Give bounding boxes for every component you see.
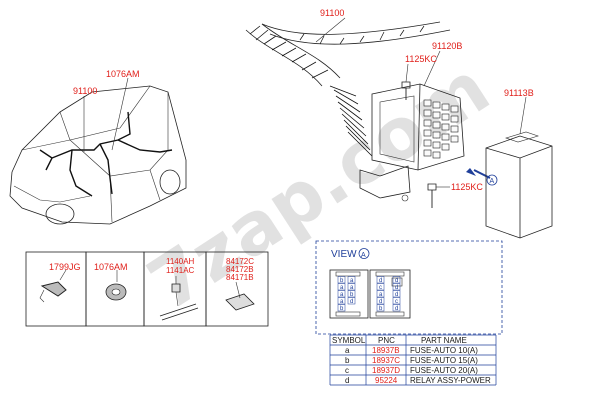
table-cell-symbol: a xyxy=(345,346,350,355)
fuse-slot xyxy=(376,276,385,284)
callout-grommet-car: 1076AM xyxy=(106,69,140,79)
view-title: VIEW xyxy=(331,249,357,260)
view-fuse-left-block xyxy=(329,269,369,319)
fuse-symbol-a: a xyxy=(350,285,354,291)
fuse-symbol-d: d xyxy=(395,285,398,291)
fuse-symbol-d: d xyxy=(379,278,382,284)
parts-label-84171b: 84171B xyxy=(226,273,254,282)
fuse-symbol-b: b xyxy=(379,306,383,312)
fuse-symbol-d: d xyxy=(395,292,398,298)
view-fuse-right-block xyxy=(369,269,411,319)
parts-label-1076am: 1076AM xyxy=(94,262,128,272)
fuse-box-assembly xyxy=(245,17,498,208)
table-cell-part-name: FUSE-AUTO 15(A) xyxy=(410,356,478,365)
view-title-letter: A xyxy=(361,252,366,259)
fuse-slot xyxy=(337,304,346,312)
table-row: a 18937B FUSE-AUTO 10(A) xyxy=(345,346,478,355)
fuse-slot xyxy=(392,297,401,305)
table-cell-symbol: d xyxy=(345,376,349,385)
parts-label-1141ac: 1141AC xyxy=(166,266,195,275)
fuse-box-cover xyxy=(485,96,553,239)
fuse-symbol-a: a xyxy=(379,292,383,298)
table-cell-part-name: FUSE-AUTO 20(A) xyxy=(410,366,478,375)
fuse-slot xyxy=(392,290,401,298)
fuse-symbol-d: d xyxy=(350,299,353,305)
fuse-slot xyxy=(376,283,385,291)
fuse-symbol-d: d xyxy=(395,278,398,284)
callout-harness-car: 91100 xyxy=(73,86,97,96)
parts-box-4 xyxy=(205,251,269,327)
callout-cover: 91113B xyxy=(504,88,534,98)
fuse-slot xyxy=(347,297,356,305)
view-a-panel xyxy=(315,240,503,335)
view-marker-circle xyxy=(486,174,498,186)
view-title-circle xyxy=(358,248,370,259)
table-cell-part-name: RELAY ASSY-POWER xyxy=(410,376,491,385)
view-marker-letter: A xyxy=(490,178,495,185)
callout-harness-main: 91100 xyxy=(320,8,344,18)
parts-label-84172c: 84172C xyxy=(226,257,254,266)
table-header-part-name: PART NAME xyxy=(421,336,467,345)
table-cell-symbol: c xyxy=(345,366,349,375)
fuse-slot xyxy=(337,283,346,291)
car-illustration xyxy=(9,77,187,225)
fuse-symbol-b: b xyxy=(340,278,344,284)
watermark: 7zap.com xyxy=(134,45,504,326)
fuse-slot xyxy=(337,276,346,284)
fuse-slot xyxy=(392,304,401,312)
fuse-symbol-d: d xyxy=(395,306,398,312)
fuse-symbol-b: b xyxy=(350,292,354,298)
table-cell-pnc[interactable]: 95224 xyxy=(375,376,398,385)
parts-label-1140ah: 1140AH xyxy=(166,257,195,266)
fuse-symbol-c: c xyxy=(379,285,382,291)
parts-label-1799jg: 1799JG xyxy=(49,262,81,272)
parts-table xyxy=(329,334,497,386)
table-cell-pnc[interactable]: 18937C xyxy=(372,356,400,365)
fuse-slot xyxy=(337,290,346,298)
fuse-symbol-a: a xyxy=(350,278,354,284)
table-cell-part-name: FUSE-AUTO 10(A) xyxy=(410,346,478,355)
callout-bolt-bottom: 1125KC xyxy=(451,182,483,192)
fuse-slot xyxy=(376,304,385,312)
fuse-symbol-d: d xyxy=(379,299,382,305)
fuse-slot xyxy=(376,290,385,298)
fuse-symbol-c: c xyxy=(395,299,398,305)
fuse-slot xyxy=(392,276,401,284)
fuse-symbol-a: a xyxy=(340,292,344,298)
fuse-slot xyxy=(392,283,401,291)
parts-label-84172b: 84172B xyxy=(226,265,254,274)
callout-bolt-top: 1125KC xyxy=(405,54,437,64)
fuse-symbol-a: a xyxy=(340,285,344,291)
table-row: d 95224 RELAY ASSY-POWER xyxy=(345,376,491,385)
table-header-pnc: PNC xyxy=(378,336,395,345)
table-header-symbol: SYMBOL xyxy=(332,336,366,345)
table-cell-pnc[interactable]: 18937B xyxy=(372,346,400,355)
callout-fuse-box: 91120B xyxy=(432,41,462,51)
fuse-slot xyxy=(347,290,356,298)
fuse-slot xyxy=(337,297,346,305)
fuse-symbol-b: b xyxy=(340,306,344,312)
table-row: b 18937C FUSE-AUTO 15(A) xyxy=(345,356,478,365)
table-cell-pnc[interactable]: 18937D xyxy=(372,366,400,375)
fuse-slot xyxy=(347,283,356,291)
fuse-symbol-a: a xyxy=(340,299,344,305)
fuse-slot xyxy=(347,276,356,284)
table-row: c 18937D FUSE-AUTO 20(A) xyxy=(345,366,478,375)
table-cell-symbol: b xyxy=(345,356,350,365)
fuse-slot xyxy=(376,297,385,305)
